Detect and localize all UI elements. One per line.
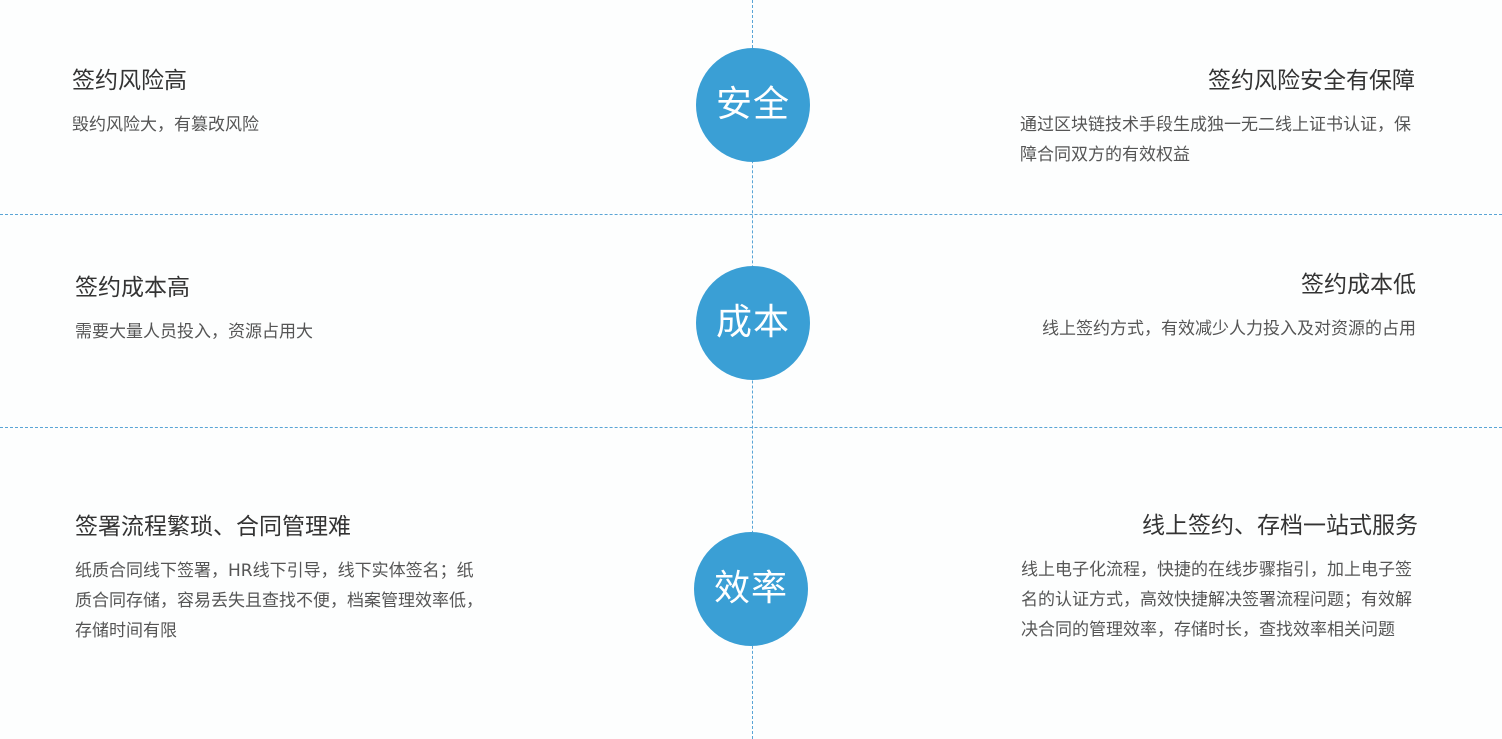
row-3-circle-badge: 效率	[694, 532, 808, 646]
row-2-right-desc: 线上签约方式，有效减少人力投入及对资源的占用	[1042, 319, 1416, 339]
row-1-left-block: 签约风险高 毁约风险大，有篡改风险	[72, 66, 259, 140]
row-1-circle-badge: 安全	[696, 48, 810, 162]
row-3-right-block: 线上签约、存档一站式服务 线上电子化流程，快捷的在线步骤指引，加上电子签名的认证…	[1021, 511, 1418, 645]
row-1-right-block: 签约风险安全有保障 通过区块链技术手段生成独一无二线上证书认证，保障合同双方的有…	[1020, 66, 1415, 170]
row-1-right-title: 签约风险安全有保障	[1208, 68, 1415, 94]
row-2-right-block: 签约成本低 线上签约方式，有效减少人力投入及对资源的占用	[1042, 270, 1416, 344]
row-divider-1	[0, 214, 1502, 215]
row-1-left-title: 签约风险高	[72, 68, 187, 94]
row-3-left-block: 签署流程繁琐、合同管理难 纸质合同线下签署，HR线下引导，线下实体签名；纸质合同…	[75, 512, 485, 646]
row-divider-2	[0, 427, 1502, 428]
row-3-left-desc: 纸质合同线下签署，HR线下引导，线下实体签名；纸质合同存储，容易丢失且查找不便，…	[75, 561, 483, 641]
row-1-right-desc: 通过区块链技术手段生成独一无二线上证书认证，保障合同双方的有效权益	[1020, 115, 1411, 165]
row-2-left-title: 签约成本高	[75, 275, 190, 301]
row-2-circle-badge: 成本	[696, 266, 810, 380]
row-1-left-desc: 毁约风险大，有篡改风险	[72, 115, 259, 135]
row-3-right-title: 线上签约、存档一站式服务	[1142, 513, 1418, 539]
row-3-left-title: 签署流程繁琐、合同管理难	[75, 514, 351, 540]
row-2-right-title: 签约成本低	[1301, 272, 1416, 298]
row-2-left-desc: 需要大量人员投入，资源占用大	[75, 322, 313, 342]
row-3-right-desc: 线上电子化流程，快捷的在线步骤指引，加上电子签名的认证方式，高效快捷解决签署流程…	[1021, 560, 1412, 640]
row-2-left-block: 签约成本高 需要大量人员投入，资源占用大	[75, 273, 313, 347]
